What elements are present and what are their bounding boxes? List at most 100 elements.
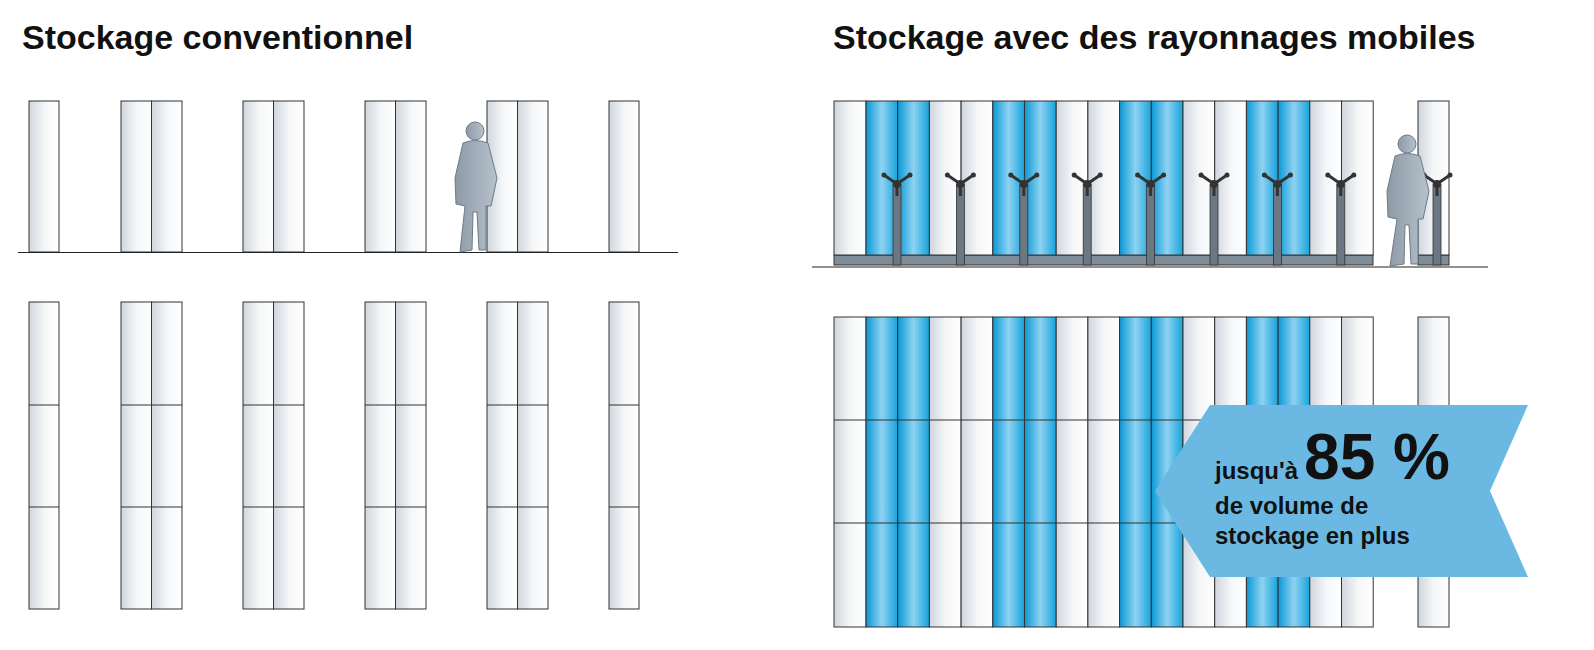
handle-knob <box>1448 173 1453 178</box>
shelf-divider <box>487 507 548 508</box>
shelf-unit <box>274 101 305 252</box>
shelf-divider <box>243 405 304 406</box>
handle-knob <box>1008 173 1013 178</box>
shelf-divider <box>609 405 639 406</box>
handle-post <box>1147 184 1155 265</box>
handle-knob <box>1225 173 1230 178</box>
shelf-divider <box>365 507 426 508</box>
callout-number: 85 % <box>1304 421 1450 493</box>
shelf-divider <box>29 507 59 508</box>
shelf-unit <box>121 302 152 609</box>
shelf-unit <box>243 302 274 609</box>
shelf-divider <box>1120 420 1183 421</box>
shelf-unit <box>834 101 866 255</box>
rail-base <box>834 255 1373 265</box>
shelf-unit <box>961 317 993 627</box>
handle-knob <box>882 173 887 178</box>
shelf-unit <box>1056 317 1088 627</box>
shelf-divider <box>834 420 866 421</box>
handle-hub <box>956 180 964 188</box>
handle-wheel <box>1011 175 1037 196</box>
handle-post <box>1337 184 1345 265</box>
handle-knob <box>1098 173 1103 178</box>
callout-text: jusqu'à <box>1215 457 1298 484</box>
handle-hub <box>893 180 901 188</box>
shelf-divider <box>29 405 59 406</box>
shelf-unit <box>121 101 152 252</box>
shelf-divider <box>1120 523 1183 524</box>
shelf-unit <box>898 101 930 255</box>
shelf-divider <box>609 507 639 508</box>
shelf-unit <box>518 302 549 609</box>
handle-knob <box>1161 173 1166 178</box>
shelf-unit <box>993 317 1025 627</box>
ribbon-fill <box>1155 405 1528 577</box>
shelf-unit <box>152 302 183 609</box>
callout-line: jusqu'à85 % <box>1215 425 1468 489</box>
handle-knob <box>1288 173 1293 178</box>
handle-knob <box>971 173 976 178</box>
shelf-unit <box>1215 101 1247 255</box>
shelf-unit <box>1278 101 1310 255</box>
section-heading: Stockage avec des rayonnages mobiles <box>833 18 1476 57</box>
person-figure <box>455 122 497 252</box>
handle-hub <box>1433 180 1441 188</box>
shelf-unit <box>609 302 639 609</box>
handle-hub <box>1020 180 1028 188</box>
handle-hub <box>1210 180 1218 188</box>
shelf-unit <box>1025 317 1057 627</box>
handle-wheel <box>1264 175 1290 196</box>
handle-post <box>1273 184 1281 265</box>
handle-knob <box>1135 173 1140 178</box>
handle-hub <box>1337 180 1345 188</box>
handle-knob <box>908 173 913 178</box>
callout-text: jusqu'à85 %de volume de stockage en plus <box>1155 405 1528 565</box>
shelf-divider <box>993 420 1056 421</box>
shelf-unit <box>152 101 183 252</box>
handle-knob <box>1034 173 1039 178</box>
handle-wheel <box>1201 175 1227 196</box>
handle-hub <box>1083 180 1091 188</box>
shelf-divider <box>866 420 929 421</box>
shelf-unit <box>1088 317 1120 627</box>
handle-wheel <box>1138 175 1164 196</box>
person-figure <box>1387 135 1429 266</box>
shelf-unit <box>834 317 866 627</box>
shelf-unit <box>365 101 396 252</box>
handle-knob <box>945 173 950 178</box>
handle-hub <box>1147 180 1155 188</box>
shelf-divider <box>993 523 1056 524</box>
handle-knob <box>1325 173 1330 178</box>
shelf-unit <box>961 101 993 255</box>
shelf-unit <box>396 101 427 252</box>
handle-post <box>1020 184 1028 265</box>
handle-post <box>1433 184 1441 265</box>
shelf-divider <box>929 420 992 421</box>
shelf-unit <box>1120 317 1152 627</box>
shelf-unit <box>1342 101 1374 255</box>
shelf-divider <box>121 507 182 508</box>
handle-wheel <box>947 175 973 196</box>
shelf-unit <box>898 317 930 627</box>
shelf-divider <box>834 523 866 524</box>
section-heading: Stockage conventionnel <box>22 18 413 57</box>
shelf-divider <box>365 405 426 406</box>
handle-post <box>893 184 901 265</box>
shelf-divider <box>243 507 304 508</box>
handle-hub <box>1273 180 1281 188</box>
shelf-divider <box>866 523 929 524</box>
handle-post <box>1083 184 1091 265</box>
shelf-divider <box>929 523 992 524</box>
shelf-divider <box>121 405 182 406</box>
shelf-unit <box>929 317 961 627</box>
shelf-unit <box>243 101 274 252</box>
shelf-unit <box>29 302 59 609</box>
shelf-unit <box>518 101 549 252</box>
callout-ribbon: jusqu'à85 %de volume de stockage en plus <box>1155 405 1528 577</box>
handle-knob <box>1199 173 1204 178</box>
shelf-unit <box>29 101 59 252</box>
handle-post <box>956 184 964 265</box>
shelf-divider <box>1056 420 1119 421</box>
shelf-unit <box>274 302 305 609</box>
shelf-unit <box>1088 101 1120 255</box>
